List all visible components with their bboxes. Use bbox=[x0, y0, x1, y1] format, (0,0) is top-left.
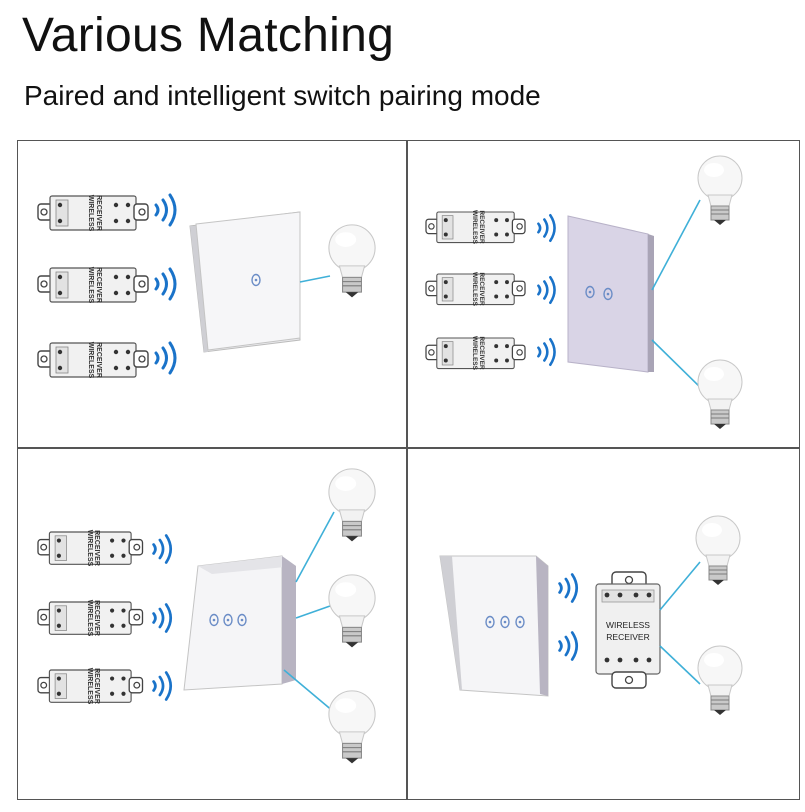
wire-line bbox=[295, 605, 331, 619]
receiver-module: WIRELESS RECEIVER bbox=[37, 267, 149, 304]
wireless-signal-icon bbox=[537, 337, 556, 367]
receiver-label-line1: WIRELESS bbox=[471, 272, 478, 307]
three-gang-touch-switch bbox=[183, 555, 296, 691]
receiver-label-line2: RECEIVER bbox=[93, 600, 100, 636]
receiver-label-line1: WIRELESS bbox=[87, 342, 94, 379]
wire-line bbox=[299, 275, 331, 283]
light-bulb-icon bbox=[697, 359, 743, 430]
light-bulb-icon bbox=[328, 468, 376, 542]
wireless-signal-icon bbox=[537, 213, 556, 243]
receiver-label-line1: WIRELESS bbox=[471, 210, 478, 245]
receiver-label-line2: RECEIVER bbox=[478, 210, 485, 244]
wireless-signal-icon bbox=[558, 631, 579, 661]
receiver-label-line1: WIRELESS bbox=[86, 668, 93, 705]
receiver-module: WIRELESS RECEIVER bbox=[37, 195, 149, 232]
grid-divider-horizontal bbox=[18, 447, 799, 449]
receiver-module: WIRELESS RECEIVER bbox=[425, 336, 526, 371]
page-subtitle: Paired and intelligent switch pairing mo… bbox=[24, 80, 541, 111]
light-bulb-icon bbox=[697, 645, 743, 716]
page-title: Various Matching bbox=[22, 9, 395, 62]
wire-line bbox=[659, 561, 701, 611]
receiver-label-line1: WIRELESS bbox=[86, 600, 93, 637]
wireless-signal-icon bbox=[558, 573, 579, 603]
wire-line bbox=[659, 645, 701, 685]
one-gang-touch-switch bbox=[189, 211, 301, 353]
receiver-label-line2: RECEIVER bbox=[93, 668, 100, 704]
pairing-mode-grid bbox=[17, 140, 800, 800]
wireless-signal-icon bbox=[537, 275, 556, 305]
receiver-label-line1: WIRELESS bbox=[87, 267, 94, 304]
wireless-signal-icon bbox=[154, 341, 177, 375]
light-bulb-icon bbox=[697, 155, 743, 226]
wire-line bbox=[651, 199, 701, 291]
receiver-module: WIRELESS RECEIVER bbox=[37, 600, 144, 637]
receiver-module: WIRELESS RECEIVER bbox=[37, 342, 149, 379]
receiver-label-line2: RECEIVER bbox=[95, 267, 102, 303]
receiver-label-line2: RECEIVER bbox=[93, 530, 100, 566]
grid-divider-vertical bbox=[406, 141, 408, 799]
receiver-label-line2: RECEIVER bbox=[95, 195, 102, 231]
wireless-signal-icon bbox=[154, 193, 177, 227]
light-bulb-icon bbox=[695, 515, 741, 586]
receiver-module: WIRELESS RECEIVER bbox=[37, 530, 144, 567]
receiver-module: WIRELESS RECEIVER bbox=[425, 272, 526, 307]
three-gang-touch-switch bbox=[439, 555, 549, 697]
receiver-label-line2: RECEIVER bbox=[478, 272, 485, 306]
wire-line bbox=[283, 669, 335, 713]
wire-line bbox=[651, 339, 706, 393]
receiver-label-line1: WIRELESS bbox=[86, 530, 93, 567]
light-bulb-icon bbox=[328, 690, 376, 764]
light-bulb-icon bbox=[328, 574, 376, 648]
wireless-signal-icon bbox=[152, 603, 173, 633]
receiver-label-line2: RECEIVER bbox=[478, 336, 485, 370]
two-gang-touch-switch bbox=[567, 215, 654, 373]
receiver-module: WIRELESS RECEIVER bbox=[425, 210, 526, 245]
wireless-signal-icon bbox=[152, 671, 173, 701]
wireless-signal-icon bbox=[154, 267, 177, 301]
light-bulb-icon bbox=[328, 224, 376, 298]
wireless-signal-icon bbox=[152, 534, 173, 564]
wire-line bbox=[295, 511, 335, 583]
receiver-label-line1: WIRELESS bbox=[606, 620, 650, 630]
receiver-label-line2: RECEIVER bbox=[95, 342, 102, 378]
receiver-label-line1: WIRELESS bbox=[87, 195, 94, 232]
receiver-label-line1: WIRELESS bbox=[471, 336, 478, 371]
receiver-module: WIRELESS RECEIVER bbox=[37, 668, 144, 705]
receiver-label-line2: RECEIVER bbox=[606, 632, 649, 642]
large-receiver-module: WIRELESS RECEIVER bbox=[595, 571, 661, 689]
